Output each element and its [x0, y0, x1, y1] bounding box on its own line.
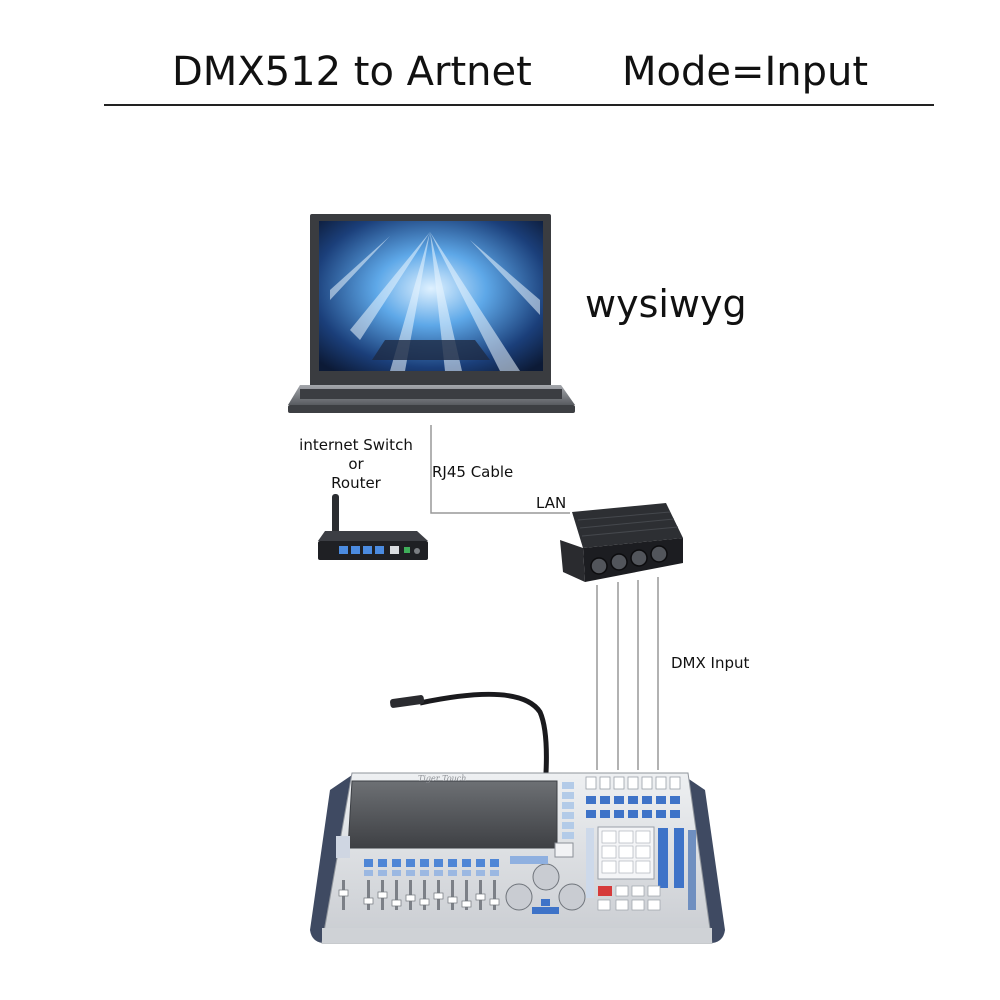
title-divider: [104, 104, 934, 106]
rj45-cable-line: [430, 425, 570, 514]
software-label: wysiwyg: [585, 282, 747, 326]
diagram-title-left: DMX512 to Artnet: [172, 49, 532, 95]
switch-label-line-1: internet Switch: [299, 436, 413, 454]
laptop-icon: [288, 214, 575, 413]
console-brand-text: Tiger Touch: [418, 774, 466, 783]
rj45-cable-label: RJ45 Cable: [432, 463, 514, 481]
router-icon: [318, 494, 428, 560]
connection-lines: [430, 425, 659, 770]
switch-router-label: internet Switch or Router: [296, 436, 416, 493]
switch-label-line-2: or: [348, 455, 364, 473]
artnet-converter-icon: [560, 503, 683, 582]
lighting-console-icon: [310, 691, 725, 944]
dmx-input-label: DMX Input: [671, 654, 750, 672]
diagram-title-right: Mode=Input: [622, 49, 869, 95]
lan-label: LAN: [536, 494, 567, 512]
switch-label-line-3: Router: [331, 474, 381, 492]
